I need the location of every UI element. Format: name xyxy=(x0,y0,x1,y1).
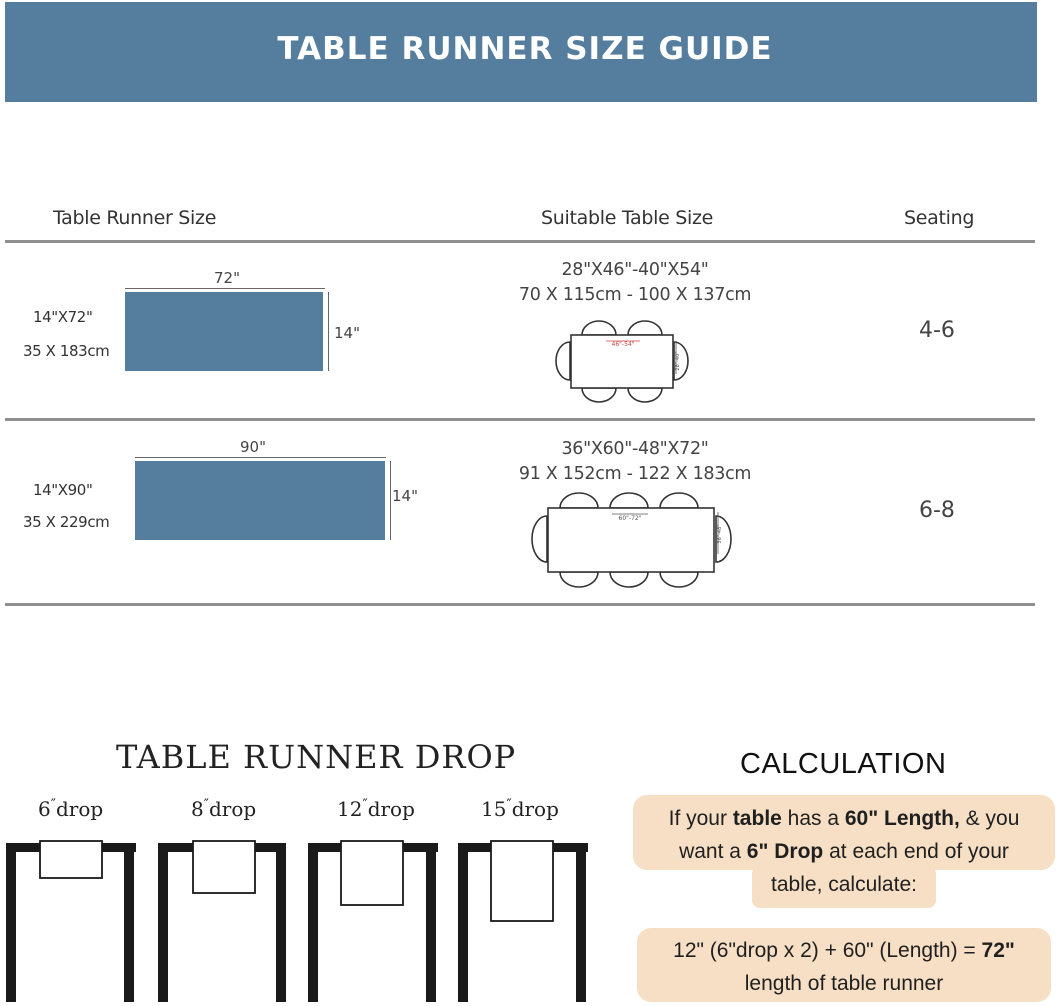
drop-table-15 xyxy=(458,840,588,1002)
table-size-inches: 36"X60"-48"X72" xyxy=(561,439,709,459)
calc-line-1: If your table has a 60" Length, & you xyxy=(668,807,1020,830)
col-header-seating: Seating xyxy=(904,207,975,229)
chair-icon xyxy=(555,341,571,381)
width-dimension-line xyxy=(328,292,329,371)
calc-highlight-top xyxy=(633,795,1055,870)
table-size-cm: 70 X 115cm - 100 X 137cm xyxy=(518,285,752,305)
runner-size-cm: 35 X 183cm xyxy=(23,342,110,360)
drop-label-6: 6″drop xyxy=(38,797,104,821)
length-dimension-line xyxy=(125,288,325,289)
calculation-title: CALCULATION xyxy=(740,748,947,780)
table-row: 14"X72" 35 X 183cm 72" 14" 28"X46"-40"X5… xyxy=(0,242,1056,418)
seating-value: 4-6 xyxy=(919,318,955,343)
table-runner-swatch xyxy=(135,461,385,540)
table-seating-diagram-6-8: 60"-72" 36"-48" xyxy=(531,492,732,588)
chair-icon xyxy=(609,492,649,509)
seating-value: 6-8 xyxy=(919,498,955,523)
table-seating-diagram-4-6: 46"-54" 28"-40" xyxy=(555,320,689,403)
calc-line-3: table, calculate: xyxy=(771,873,917,896)
drop-table-6 xyxy=(6,840,136,1002)
drop-label-8: 8″drop xyxy=(191,797,257,821)
chair-icon xyxy=(559,492,599,509)
chair-icon xyxy=(609,571,649,588)
table-icon xyxy=(570,334,674,389)
drop-illustrations xyxy=(6,840,588,1002)
table-row: 14"X90" 35 X 229cm 90" 14" 36"X60"-48"X7… xyxy=(0,421,1056,603)
width-dimension-line xyxy=(390,461,391,540)
runner-width-label: 14" xyxy=(334,324,360,342)
svg-text:36"-48": 36"-48" xyxy=(717,524,723,543)
svg-text:28"-40": 28"-40" xyxy=(675,351,681,370)
table-icon xyxy=(547,507,715,573)
chair-icon xyxy=(659,492,699,509)
chair-icon xyxy=(673,341,689,381)
drop-label-12: 12″drop xyxy=(337,797,415,821)
col-header-runner-size: Table Runner Size xyxy=(53,207,217,229)
col-header-table-size: Suitable Table Size xyxy=(541,207,714,229)
runner-length-label: 72" xyxy=(214,269,240,287)
table-size-cm: 91 X 152cm - 122 X 183cm xyxy=(518,464,752,484)
calc-line-2: want a 6" Drop at each end of your xyxy=(679,840,1009,863)
chair-icon xyxy=(659,571,699,588)
chair-icon xyxy=(581,320,617,336)
drop-table-12 xyxy=(308,840,438,1002)
row-divider xyxy=(5,418,1035,421)
drop-table-8 xyxy=(158,840,286,1002)
calc-highlight-bottom xyxy=(637,928,1051,1002)
runner-size-inches: 14"X90" xyxy=(33,481,93,499)
svg-text:60"-72": 60"-72" xyxy=(619,515,642,522)
header-divider xyxy=(5,240,1035,243)
drop-section-title: TABLE RUNNER DROP xyxy=(116,738,517,776)
chair-icon xyxy=(627,320,663,336)
calc-highlight-middle xyxy=(752,866,936,908)
runner-size-cm: 35 X 229cm xyxy=(23,513,110,531)
calc-line-4: 12" (6"drop x 2) + 60" (Length) = 72" xyxy=(673,939,1015,962)
chair-icon xyxy=(627,387,663,403)
chair-icon xyxy=(559,571,599,588)
runner-size-inches: 14"X72" xyxy=(33,308,93,326)
runner-length-label: 90" xyxy=(240,438,266,456)
chair-icon xyxy=(531,515,548,563)
chair-icon xyxy=(581,387,617,403)
length-dimension-line xyxy=(135,457,386,458)
table-size-inches: 28"X46"-40"X54" xyxy=(561,260,709,280)
header-banner xyxy=(5,2,1037,102)
svg-text:46"-54": 46"-54" xyxy=(612,341,635,348)
calc-line-5: length of table runner xyxy=(744,972,944,995)
chair-icon xyxy=(715,515,732,563)
drop-label-15: 15″drop xyxy=(481,797,559,821)
bottom-divider xyxy=(5,603,1035,606)
runner-width-label: 14" xyxy=(392,487,418,505)
table-runner-swatch xyxy=(125,292,323,371)
page-title: TABLE RUNNER SIZE GUIDE xyxy=(277,31,773,67)
